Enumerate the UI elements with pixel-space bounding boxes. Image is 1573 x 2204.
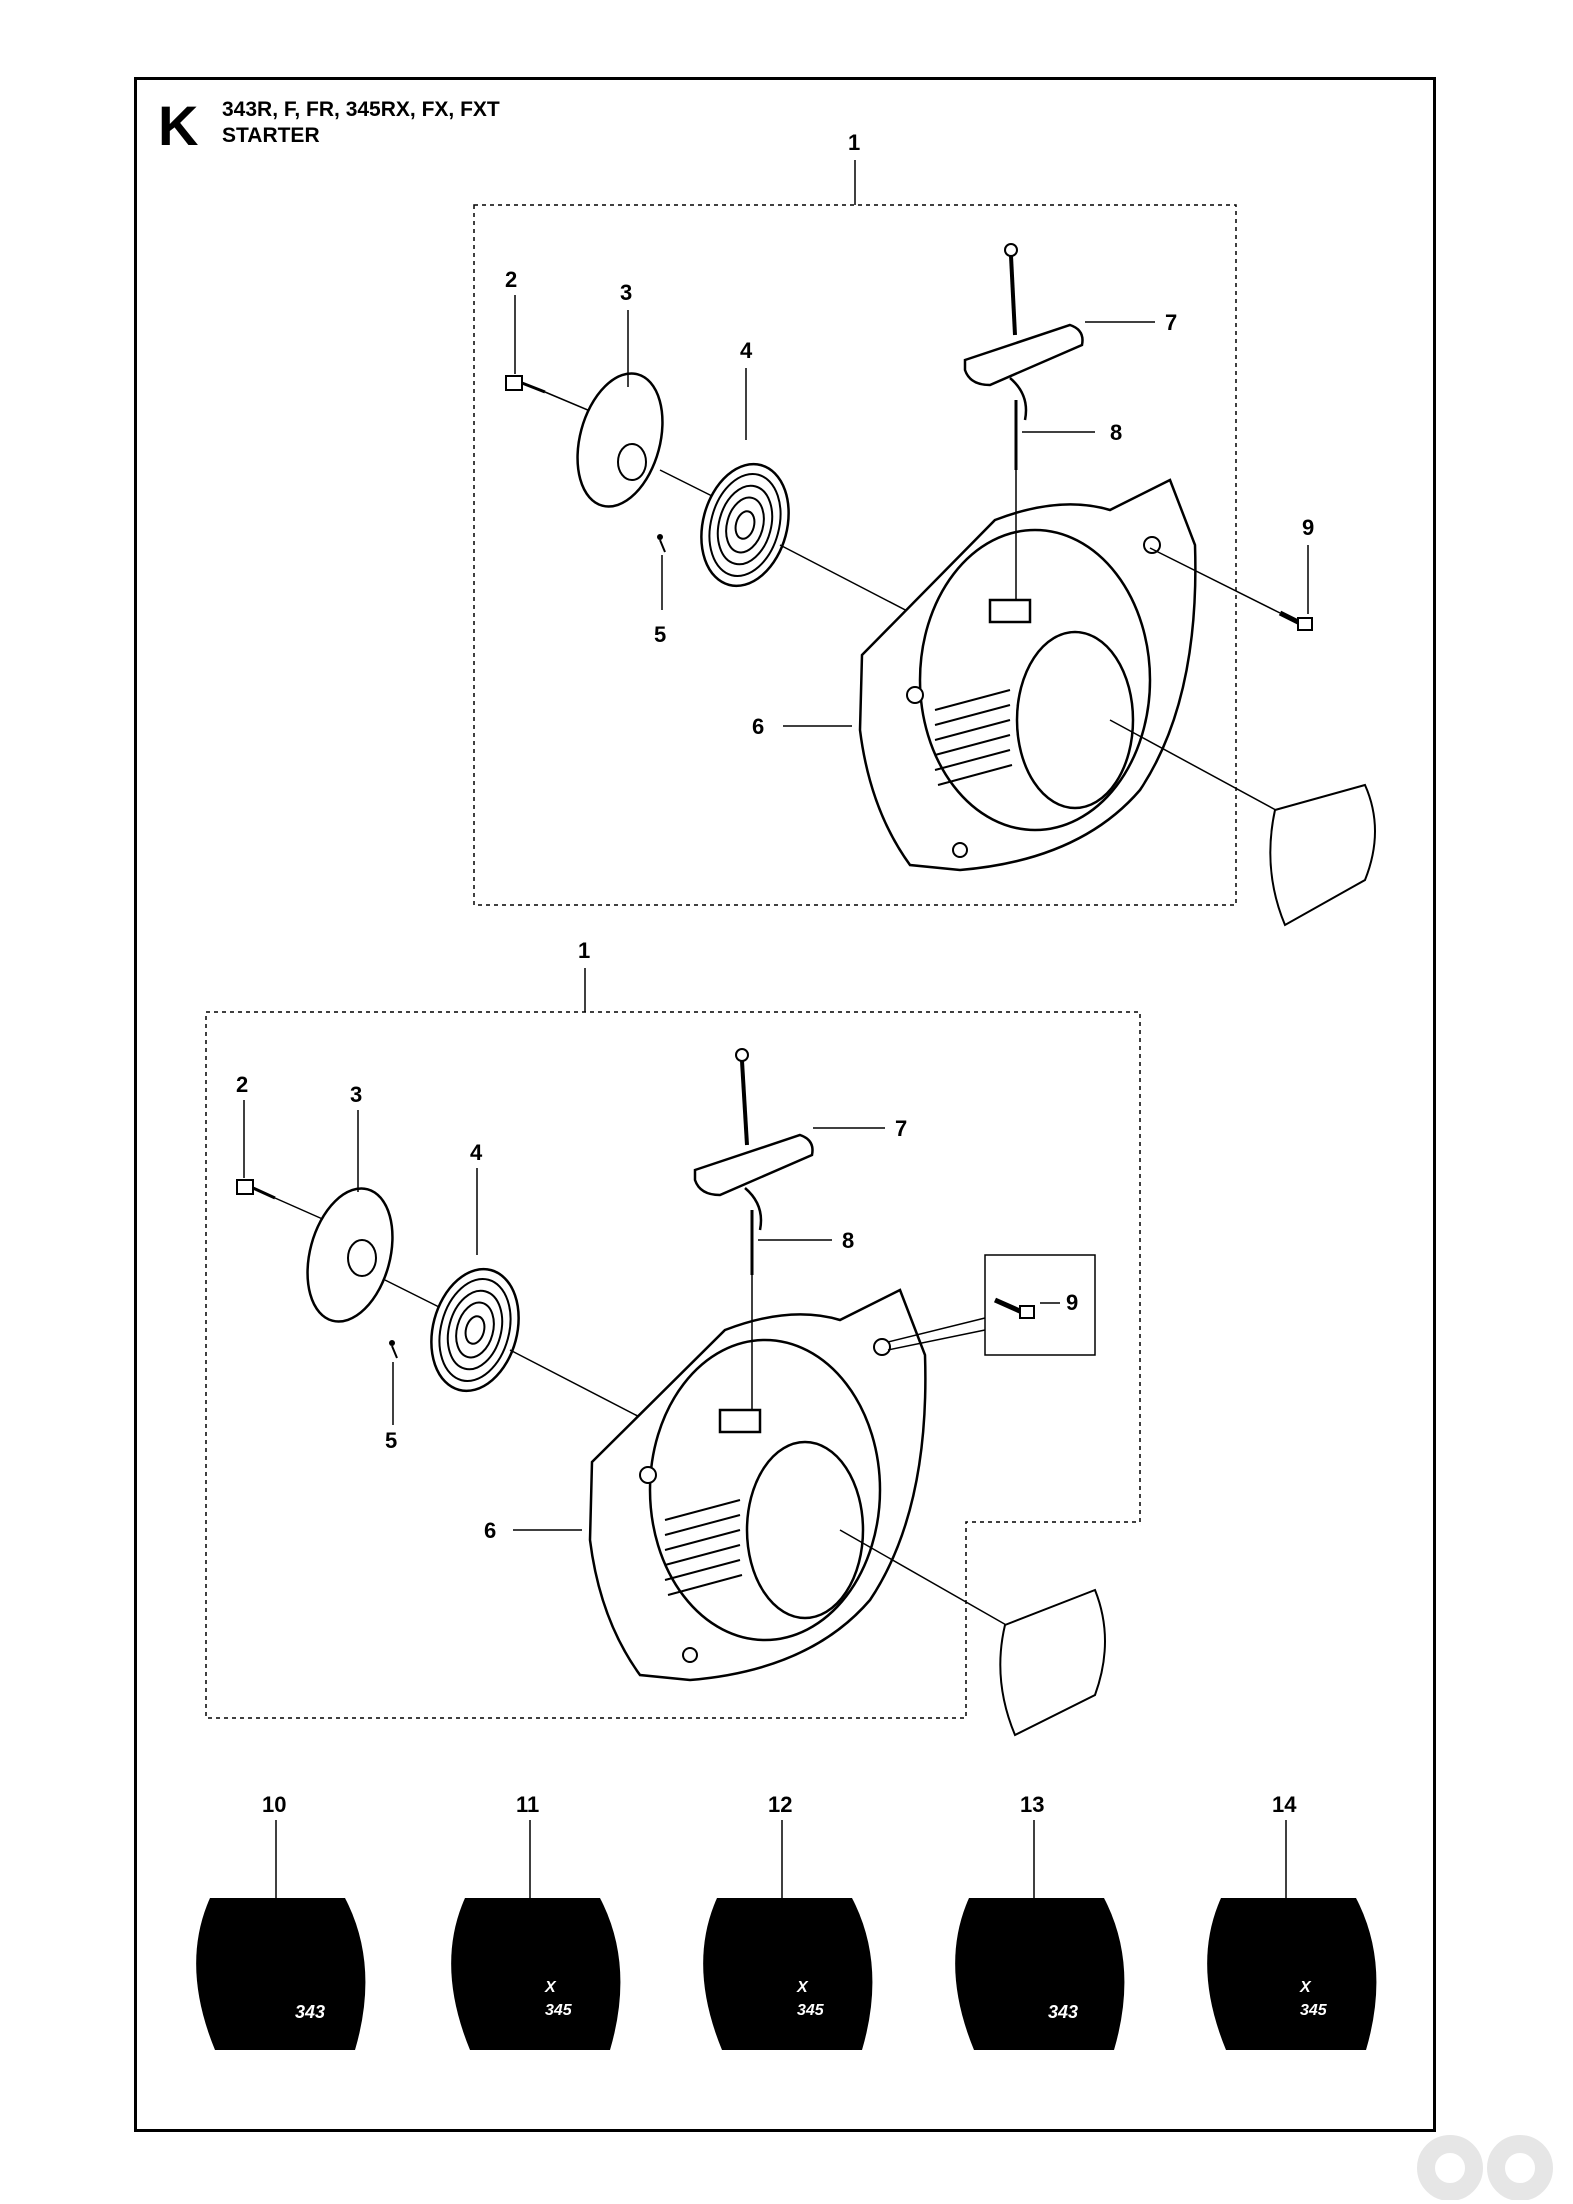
callout-8-middle: 8: [842, 1228, 854, 1253]
handle-7-middle: [693, 1048, 814, 1275]
decal-plate-middle: [999, 1588, 1106, 1737]
section-letter: K: [158, 94, 199, 157]
top-assembly: 1 2 3 4 5 6 7 8 9: [473, 130, 1376, 927]
decal-14-text-top: X: [1299, 1979, 1312, 1996]
screw-9-middle: [887, 1254, 1096, 1356]
callout-14: 14: [1272, 1792, 1297, 1817]
pulley-3-middle: [306, 1187, 394, 1323]
callout-9-middle: 9: [1066, 1290, 1078, 1315]
screw-9-top: [1149, 547, 1313, 631]
assembly-box-middle: [205, 1011, 1141, 1719]
callout-3-top: 3: [620, 280, 632, 305]
decal-10-text: 343: [295, 2002, 325, 2022]
callout-9-top: 9: [1302, 515, 1314, 540]
decal-11-text-top: X: [544, 1979, 557, 1996]
callout-4-middle: 4: [470, 1140, 483, 1165]
decal-10: [196, 1898, 366, 2050]
decal-11: [451, 1898, 621, 2050]
bolt-2-middle: [236, 1179, 276, 1200]
spring-4-top: [687, 452, 803, 598]
callout-7-top: 7: [1165, 310, 1177, 335]
spring-4-middle: [417, 1257, 533, 1403]
decal-13-text: 343: [1048, 2002, 1078, 2022]
callouts-middle: 1 2 3 4 5 6 7 8 9: [236, 938, 1078, 1543]
callout-4-top: 4: [740, 338, 753, 363]
middle-assembly: 1 2 3 4 5 6 7 8 9: [205, 938, 1141, 1737]
decal-12-text-bottom: 345: [797, 2002, 825, 2019]
model-list: 343R, F, FR, 345RX, FX, FXT: [222, 98, 500, 121]
page-frame: [134, 77, 1436, 2132]
callout-1-top: 1: [848, 130, 860, 155]
callout-11: 11: [516, 1792, 539, 1817]
callout-10: 10: [262, 1792, 286, 1817]
decal-plate-top: [1269, 783, 1376, 927]
callout-6-top: 6: [752, 714, 764, 739]
pulley-3-top: [576, 372, 664, 508]
callout-8-top: 8: [1110, 420, 1122, 445]
callout-2-middle: 2: [236, 1072, 248, 1097]
decal-13: [955, 1898, 1125, 2050]
callout-7-middle: 7: [895, 1116, 907, 1141]
callout-5-top: 5: [654, 622, 666, 647]
callout-1-middle: 1: [578, 938, 590, 963]
assembly-title: STARTER: [222, 124, 320, 147]
callout-3-middle: 3: [350, 1082, 362, 1107]
decal-row: 10 11 12 13 14 343 X 345 X 345 343: [196, 1792, 1377, 2050]
screw-5-top: [657, 534, 666, 553]
decal-12: [703, 1898, 873, 2050]
bolt-2-top: [505, 375, 546, 394]
decal-14-text-bottom: 345: [1300, 2002, 1328, 2019]
decal-11-text-bottom: 345: [545, 2002, 573, 2019]
callout-2-top: 2: [505, 267, 517, 292]
starter-housing-6-middle: [588, 1288, 927, 1682]
handle-7-top: [963, 243, 1084, 470]
starter-housing-6-top: [858, 478, 1197, 872]
watermark-logo: [1417, 2135, 1553, 2200]
callout-12: 12: [768, 1792, 792, 1817]
decal-14: [1207, 1898, 1377, 2050]
decal-shapes: [196, 1898, 1377, 2050]
callout-6-middle: 6: [484, 1518, 496, 1543]
decal-12-text-top: X: [796, 1979, 809, 1996]
callout-5-middle: 5: [385, 1428, 397, 1453]
assembly-box-top: [473, 204, 1237, 906]
callouts-top: 1 2 3 4 5 6 7 8 9: [505, 130, 1314, 739]
callout-13: 13: [1020, 1792, 1044, 1817]
screw-5-middle: [389, 1340, 398, 1359]
